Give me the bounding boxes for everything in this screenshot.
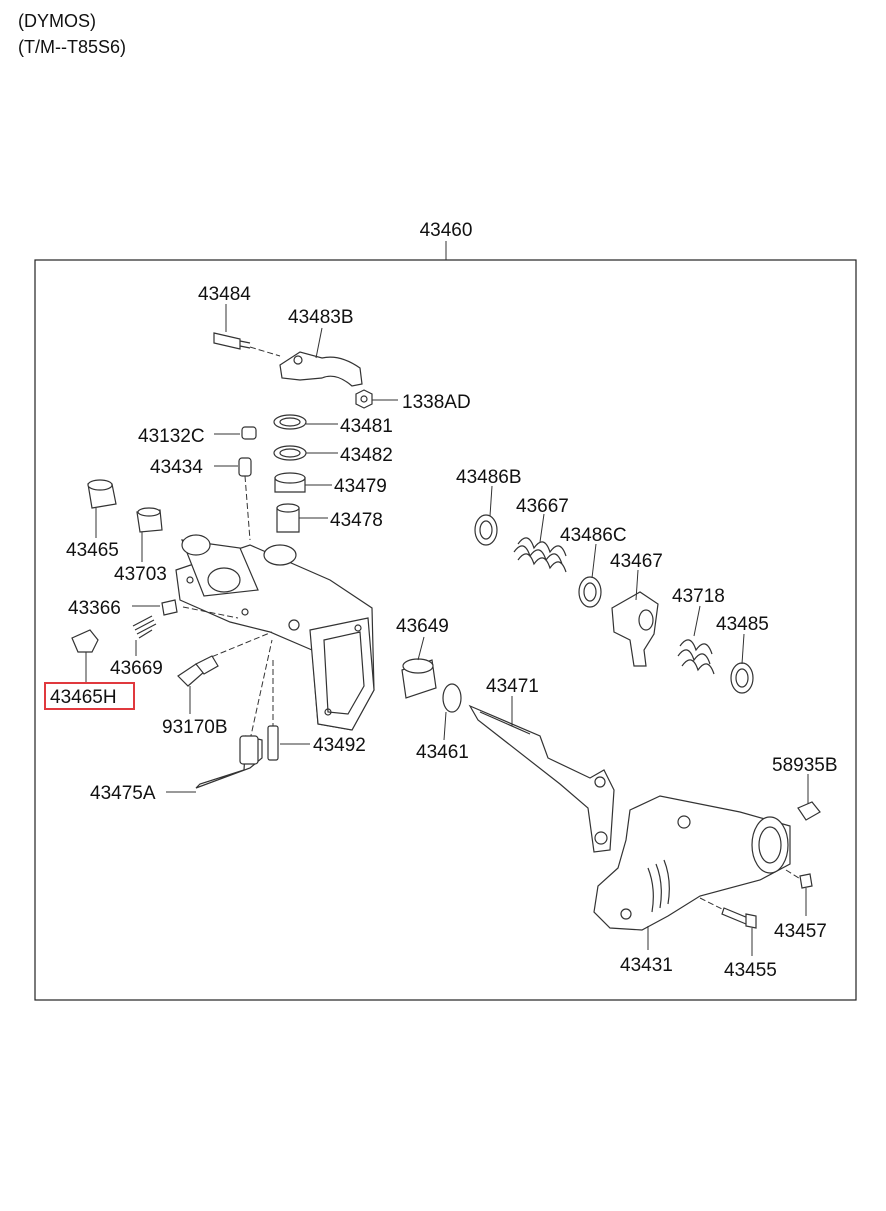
label-43482: 43482 xyxy=(340,445,393,466)
label-43431: 43431 xyxy=(620,955,673,976)
spring-43667-drawing xyxy=(513,537,567,573)
cylinder-43431-drawing xyxy=(593,795,791,931)
nut-1338AD-drawing xyxy=(355,389,373,409)
label-43669: 43669 xyxy=(110,658,163,679)
seal-43649-drawing xyxy=(401,658,437,699)
lever-43483B-drawing xyxy=(279,351,363,387)
ring-43486C-inner xyxy=(583,582,597,602)
bushing-43478-drawing xyxy=(276,503,300,533)
label-43485: 43485 xyxy=(716,614,769,635)
switch-93170B-drawing xyxy=(177,655,219,687)
plug-43465-drawing xyxy=(87,479,117,509)
label-43475A: 43475A xyxy=(90,783,156,804)
fork-43467-drawing xyxy=(611,591,659,667)
pin-43492-drawing xyxy=(267,660,279,761)
ring-43486B-drawing xyxy=(474,514,498,546)
label-43461: 43461 xyxy=(416,742,469,763)
ring-43486C-drawing xyxy=(578,576,602,608)
label-43484: 43484 xyxy=(198,284,251,305)
label-43132C: 43132C xyxy=(138,426,205,447)
label-43457: 43457 xyxy=(774,921,827,942)
fitting-58935B-drawing xyxy=(797,801,821,821)
label-43486B: 43486B xyxy=(456,467,522,488)
ring-43486B-inner xyxy=(479,520,493,540)
header-line-2: (T/M--T85S6) xyxy=(18,37,126,57)
ring-43485-drawing xyxy=(730,662,754,694)
shaft-43471-drawing xyxy=(468,704,615,853)
plug-43366-drawing xyxy=(161,599,178,616)
label-43667: 43667 xyxy=(516,496,569,517)
label-93170B: 93170B xyxy=(162,717,228,738)
washer-43482-inner xyxy=(279,448,301,458)
bolt-43457-drawing xyxy=(785,869,813,889)
header-line-1: (DYMOS) xyxy=(18,11,96,31)
label-43718: 43718 xyxy=(672,586,725,607)
label-43465H[interactable]: 43465H xyxy=(50,687,117,708)
dash-43475A xyxy=(249,639,273,741)
label-58935B: 58935B xyxy=(772,755,838,776)
label-43492: 43492 xyxy=(313,735,366,756)
highlight-box-43465H xyxy=(44,682,135,710)
label-43366: 43366 xyxy=(68,598,121,619)
dash-93170B xyxy=(203,631,273,661)
spring-43718-drawing xyxy=(677,639,715,675)
washer-43481-drawing xyxy=(273,414,307,430)
lever-43475A-drawing xyxy=(195,735,263,789)
leader-lines xyxy=(85,304,809,956)
ring-43485-inner xyxy=(735,668,749,688)
bolt-43484-drawing xyxy=(213,332,281,357)
label-43434: 43434 xyxy=(150,457,203,478)
washer-43481-inner xyxy=(279,417,301,427)
label-43486C: 43486C xyxy=(560,525,627,546)
pin-43434-drawing xyxy=(238,457,252,541)
washer-43482-drawing xyxy=(273,445,307,461)
bushing-43479-drawing xyxy=(274,472,306,493)
spring-43669-drawing xyxy=(132,615,157,639)
cap-43132C-drawing xyxy=(241,426,257,440)
plug-43465H-drawing xyxy=(71,629,99,653)
label-43479: 43479 xyxy=(334,476,387,497)
label-43703: 43703 xyxy=(114,564,167,585)
label-43467: 43467 xyxy=(610,551,663,572)
label-43471: 43471 xyxy=(486,676,539,697)
assembly-number-label: 43460 xyxy=(420,220,473,241)
bolt-43455-drawing xyxy=(699,897,757,929)
label-43465: 43465 xyxy=(66,540,119,561)
dash-43366 xyxy=(182,606,239,619)
o-ring-43461-drawing xyxy=(442,683,462,713)
label-43483B: 43483B xyxy=(288,307,354,328)
label-43481: 43481 xyxy=(340,416,393,437)
label-43478: 43478 xyxy=(330,510,383,531)
housing-main-drawing xyxy=(175,534,375,731)
plug-43703-drawing xyxy=(136,507,163,533)
label-1338AD: 1338AD xyxy=(402,392,471,413)
label-43649: 43649 xyxy=(396,616,449,637)
label-43455: 43455 xyxy=(724,960,777,981)
